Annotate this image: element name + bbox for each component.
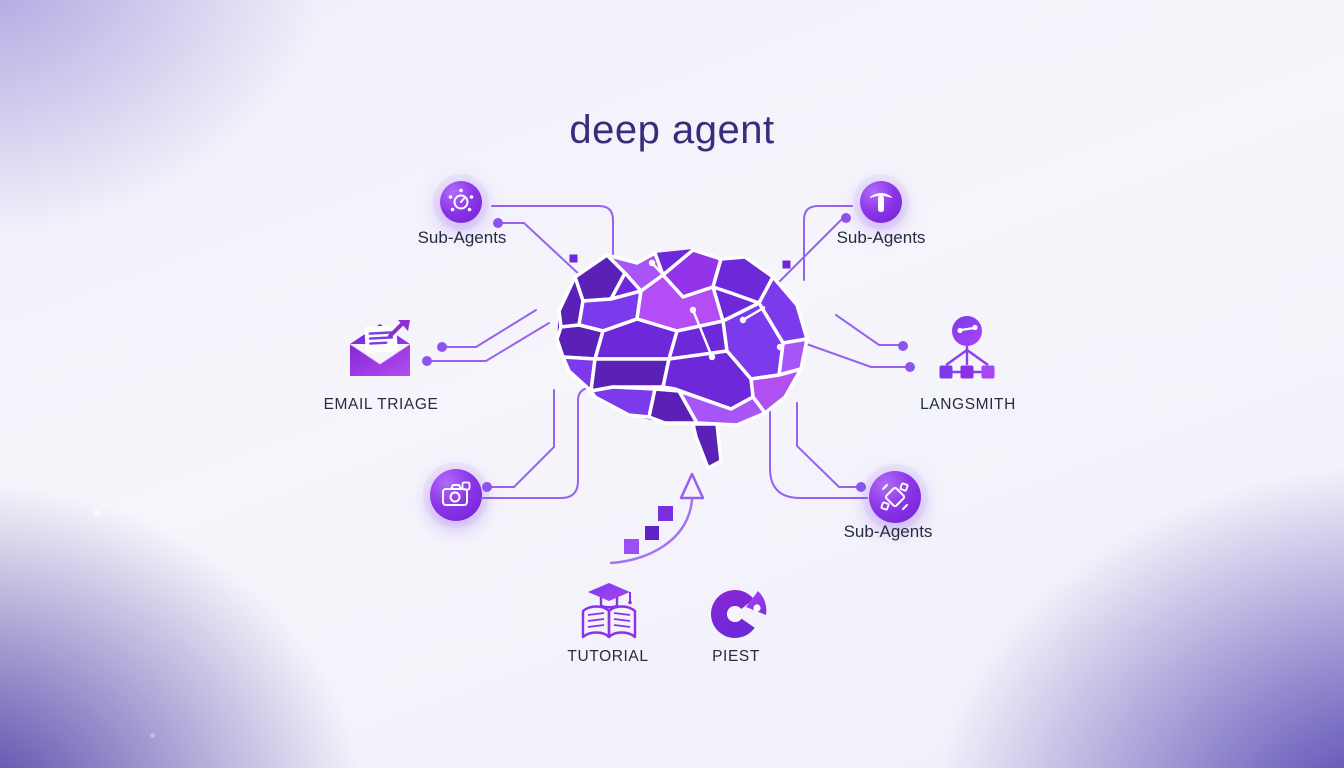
hammer-icon (870, 193, 892, 212)
node-label-sub-agents-top-right: Sub-Agents (836, 228, 926, 247)
brain-circuit-nodes (648, 259, 784, 361)
brain-circuit-traces (651, 262, 766, 358)
camera-icon (442, 481, 471, 506)
node-label-tutorial: TUTORIAL (567, 648, 649, 665)
node-label-email-triage: EMAIL TRIAGE (323, 396, 439, 413)
geometric-diamond-icon (880, 482, 909, 511)
node-icon-sub-agents-bottom (869, 471, 921, 523)
sparkle (93, 510, 100, 517)
agents-gear-icon (448, 188, 474, 212)
book-graduation-icon (581, 583, 637, 639)
pie-chart-icon (711, 590, 767, 638)
node-icon-sub-agents-top-right (860, 181, 902, 223)
envelope-arrow-icon (349, 320, 411, 376)
connector-dots (422, 213, 915, 492)
camera-node (430, 469, 482, 521)
brain-illustration (555, 248, 809, 470)
connector-squares (569, 254, 791, 269)
node-label-sub-agents-top-left: Sub-Agents (417, 228, 507, 247)
node-label-langsmith: LANGSMITH (920, 396, 1016, 413)
org-chart-icon (939, 316, 995, 379)
node-label-piest: PIEST (712, 648, 760, 665)
growth-arrow (609, 472, 705, 565)
arrow-head (679, 472, 705, 500)
node-icon-sub-agents-top-left (440, 181, 482, 223)
node-label-sub-agents-bottom: Sub-Agents (843, 522, 933, 541)
page-title: deep agent (569, 108, 775, 152)
sparkle (150, 733, 155, 738)
